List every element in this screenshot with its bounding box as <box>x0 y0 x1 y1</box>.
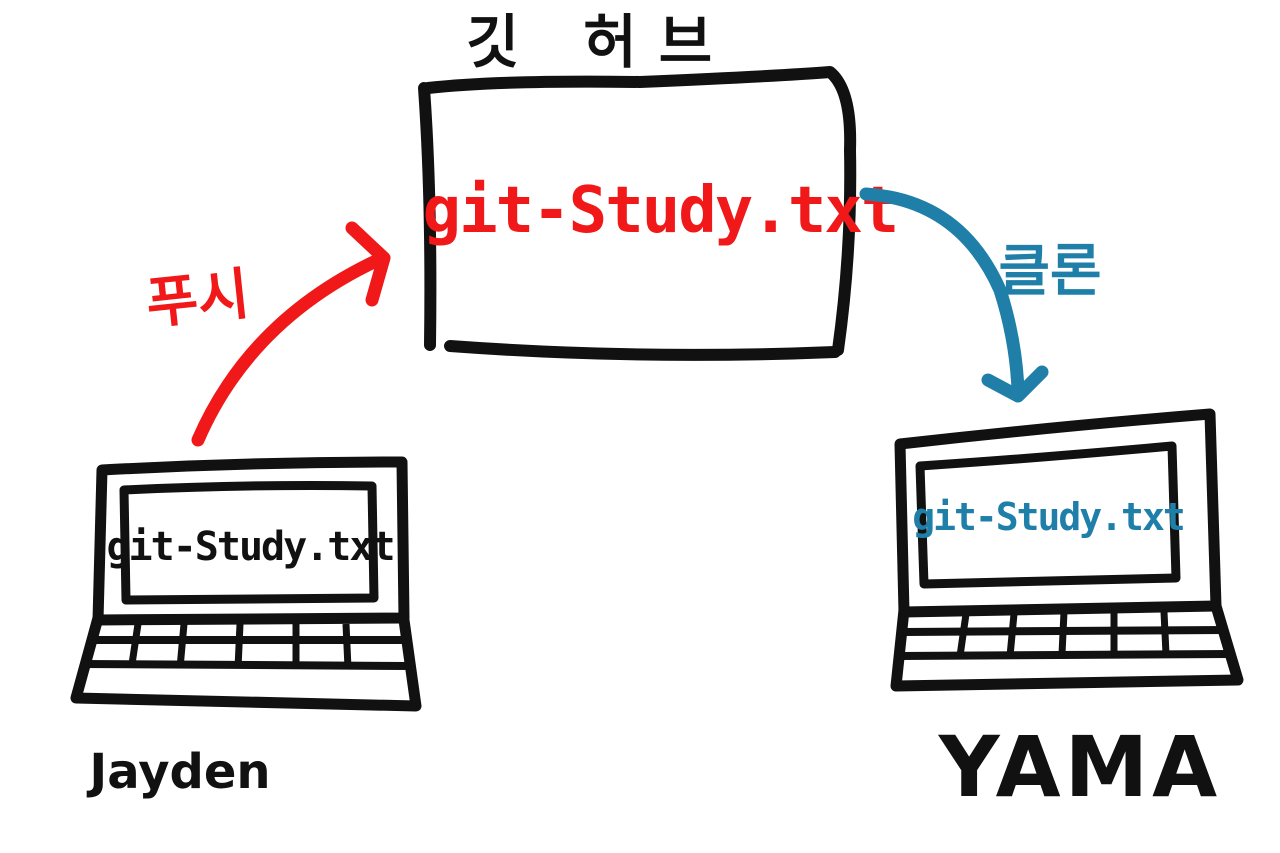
laptop-yama <box>890 408 1244 692</box>
clone-label: 클론 <box>998 239 1101 304</box>
clone-arrow <box>859 187 1049 403</box>
yama-file-label: git-Study.txt <box>912 495 1183 539</box>
laptop-jayden <box>70 456 422 712</box>
push-label: 푸시 <box>143 262 252 337</box>
yama-label: YAMA <box>938 718 1221 816</box>
github-title: 깃 허브 <box>466 8 734 76</box>
jayden-file-label: git-Study.txt <box>106 524 393 570</box>
push-arrow <box>191 221 391 447</box>
github-file-label: git-Study.txt <box>423 174 898 248</box>
github-box <box>418 66 857 361</box>
jayden-label: Jayden <box>86 744 270 800</box>
